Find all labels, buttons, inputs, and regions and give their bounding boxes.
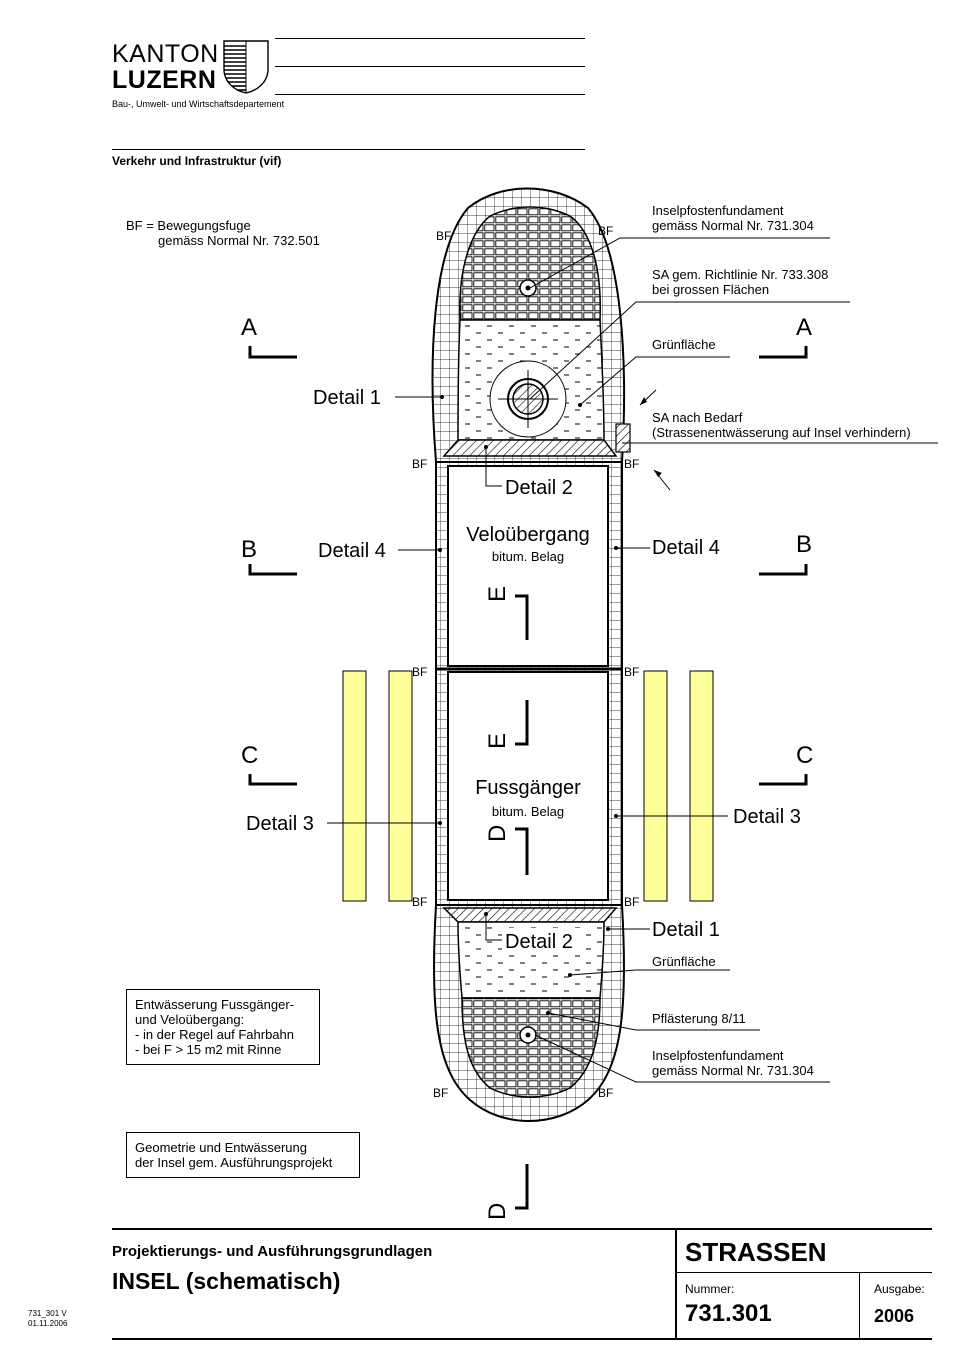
- section-d-upper: D: [484, 825, 511, 842]
- section-a-left: A: [241, 314, 257, 341]
- post-foundation-top-text2: gemäss Normal Nr. 731.304: [652, 218, 814, 233]
- sa-need-text1: SA nach Bedarf: [652, 410, 743, 425]
- footer-subtitle: Projektierungs- und Ausführungsgrundlage…: [112, 1243, 433, 1260]
- bf-label: BF: [624, 457, 639, 471]
- footer-edition: 2006: [874, 1306, 915, 1326]
- section-e-upper: E: [484, 586, 511, 602]
- drainage-note-line2: und Veloübergang:: [135, 1012, 245, 1027]
- footer-number-label: Nummer:: [685, 1282, 735, 1296]
- bottom-paving-area: [461, 997, 601, 1098]
- detail2-bottom-label: Detail 2: [505, 931, 573, 953]
- sa-need-text2: (Strassenentwässerung auf Insel verhinde…: [652, 425, 911, 440]
- division-name: Verkehr und Infrastruktur (vif): [112, 154, 282, 168]
- post-foundation-bottom-text1: Inselpfostenfundament: [652, 1048, 784, 1063]
- section-b-right: B: [796, 531, 812, 558]
- sa-rule-text2: bei grossen Flächen: [652, 282, 769, 297]
- bike-zone-subtitle: bitum. Belag: [492, 549, 564, 564]
- bf-label: BF: [624, 665, 639, 679]
- top-paving-area: [459, 206, 601, 321]
- logo-text-kanton: KANTON: [112, 40, 219, 68]
- footer-title: INSEL (schematisch): [112, 1268, 341, 1294]
- post-foundation-bottom-icon: [519, 1026, 537, 1044]
- ped-zone-subtitle: bitum. Belag: [492, 804, 564, 819]
- detail1-bottom-label: Detail 1: [652, 919, 720, 941]
- bf-legend-line1: BF = Bewegungsfuge: [126, 218, 251, 233]
- title-block: Projektierungs- und Ausführungsgrundlage…: [112, 1228, 932, 1340]
- bf-label: BF: [412, 895, 427, 909]
- drainage-note-line4: - bei F > 15 m2 mit Rinne: [135, 1042, 282, 1057]
- geometry-note-box: Geometrie und Entwässerung der Insel gem…: [126, 1132, 360, 1178]
- section-c-left: C: [241, 742, 258, 769]
- drainage-note-box: Entwässerung Fussgänger- und Veloübergan…: [126, 989, 320, 1065]
- department-name: Bau-, Umwelt- und Wirtschaftsdepartement: [112, 99, 285, 109]
- bf-label: BF: [624, 895, 639, 909]
- bf-label: BF: [412, 457, 427, 471]
- bf-legend-line2: gemäss Normal Nr. 732.501: [158, 233, 320, 248]
- detail2-top-label: Detail 2: [505, 477, 573, 499]
- bf-label: BF: [412, 665, 427, 679]
- paving-text: Pflästerung 8/11: [652, 1011, 746, 1026]
- bf-label: BF: [436, 229, 451, 243]
- bf-label: BF: [598, 1086, 613, 1100]
- crosswalk-stripes: [342, 670, 714, 902]
- section-c-right: C: [796, 742, 813, 769]
- drainage-manhole-icon: [489, 360, 567, 438]
- detail3-left-label: Detail 3: [246, 813, 314, 835]
- file-date: 01.11.2006: [28, 1319, 68, 1328]
- logo-text-luzern: LUZERN: [112, 66, 217, 94]
- drainage-note-line1: Entwässerung Fussgänger-: [135, 997, 294, 1012]
- sa-rule-text1: SA gem. Richtlinie Nr. 733.308: [652, 267, 828, 282]
- section-b-left: B: [241, 536, 257, 563]
- footer-category: STRASSEN: [685, 1237, 827, 1267]
- section-e-lower: E: [484, 733, 511, 749]
- bf-label: BF: [598, 224, 613, 238]
- post-foundation-bottom-text2: gemäss Normal Nr. 731.304: [652, 1063, 814, 1078]
- footer-edition-label: Ausgabe:: [874, 1282, 925, 1296]
- post-foundation-top-icon: [519, 279, 537, 297]
- drainage-note-line3: - in der Regel auf Fahrbahn: [135, 1027, 294, 1042]
- detail1-top-label: Detail 1: [313, 387, 381, 409]
- section-a-right: A: [796, 314, 812, 341]
- canton-coat-of-arms-logo: [223, 40, 269, 94]
- bf-label: BF: [433, 1086, 448, 1100]
- post-foundation-top-text1: Inselpfostenfundament: [652, 203, 784, 218]
- green-top-text: Grünfläche: [652, 337, 716, 352]
- section-d-lower: D: [484, 1203, 511, 1220]
- green-bottom-text: Grünfläche: [652, 954, 716, 969]
- geometry-note-line1: Geometrie und Entwässerung: [135, 1140, 307, 1155]
- side-drain-grate-icon: [615, 423, 631, 453]
- detail3-right-label: Detail 3: [733, 806, 801, 828]
- island-diagram: BF BF BF BF BF BF BF BF BF BF A A B B C …: [126, 187, 938, 1220]
- detail4-right-label: Detail 4: [652, 537, 720, 559]
- ped-zone-title: Fussgänger: [475, 777, 581, 799]
- detail4-left-label: Detail 4: [318, 540, 386, 562]
- geometry-note-line2: der Insel gem. Ausführungsprojekt: [135, 1155, 333, 1170]
- file-ref: 731_301 V: [28, 1309, 67, 1318]
- bike-zone-title: Veloübergang: [466, 524, 589, 546]
- footer-number: 731.301: [685, 1300, 772, 1327]
